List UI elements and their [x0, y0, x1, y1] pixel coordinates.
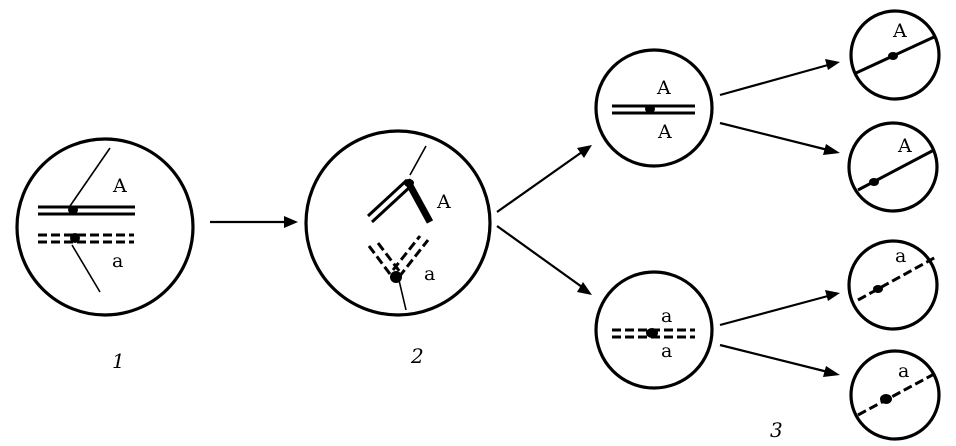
- label-a: a: [424, 263, 435, 285]
- stage-3-cell-upper: A A: [594, 48, 714, 168]
- arrow-2-to-3-upper: [496, 145, 592, 213]
- label-A: A: [656, 77, 671, 99]
- chromosome-A: [366, 178, 434, 224]
- stage-2-cell: A a: [304, 129, 492, 317]
- cell-membrane: [847, 239, 939, 331]
- gamete-1: A: [849, 9, 941, 101]
- stage-number-3: 3: [770, 418, 783, 442]
- cell-membrane: [849, 9, 941, 101]
- chromosome-a: [367, 235, 430, 283]
- gamete-4: a: [849, 349, 941, 441]
- arrow-to-gamete-4: [719, 343, 840, 377]
- cell-membrane: [594, 270, 714, 390]
- cell-membrane: [847, 121, 939, 213]
- label-a: a: [898, 360, 909, 382]
- label-a: a: [895, 245, 906, 267]
- label-a: a: [112, 250, 123, 272]
- label-A: A: [892, 20, 907, 42]
- label-A: A: [436, 191, 451, 213]
- stage-number-1: 1: [112, 349, 125, 373]
- spindle-fiber: [69, 147, 111, 207]
- stage-3-cell-lower: a a: [594, 270, 714, 390]
- stage-number-2: 2: [410, 344, 424, 368]
- spindle-fiber: [71, 244, 101, 293]
- arrow-1-to-2: [210, 216, 298, 228]
- cell-membrane: [849, 349, 941, 441]
- stage-1-cell: A a: [15, 137, 195, 317]
- arrow-2-to-3-lower: [496, 225, 592, 295]
- cell-membrane: [15, 137, 195, 317]
- chromosome-a-pair: [38, 233, 134, 244]
- gamete-3: a: [847, 239, 939, 331]
- label-A: A: [112, 175, 127, 197]
- chromosome-A-pair: [38, 205, 135, 216]
- cell-membrane: [304, 129, 492, 317]
- spindle-fiber: [409, 145, 427, 176]
- cell-membrane: [594, 48, 714, 168]
- label-a: a: [661, 340, 672, 362]
- arrow-to-gamete-3: [719, 290, 840, 327]
- label-A: A: [897, 135, 912, 157]
- gamete-2: A: [847, 121, 939, 213]
- label-A: A: [657, 121, 672, 143]
- label-a: a: [661, 305, 672, 327]
- arrow-to-gamete-2: [719, 121, 840, 155]
- arrow-to-gamete-1: [719, 59, 840, 97]
